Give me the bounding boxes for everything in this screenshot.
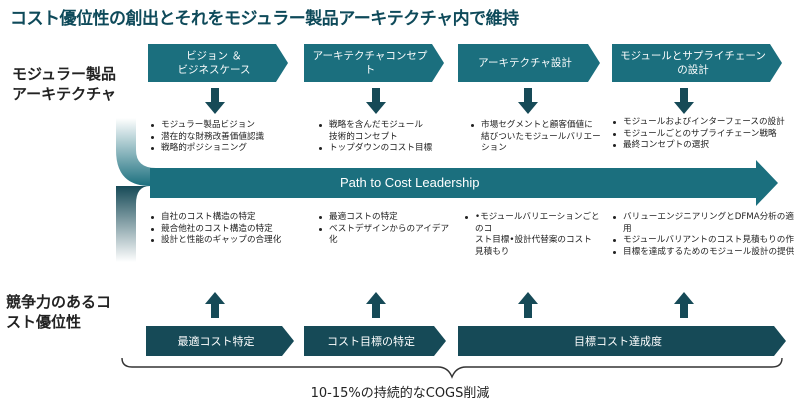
bullet-list-own-cost: 自社のコスト構造の特定 競合他社のコスト構造の特定 設計と性能のギャップの合理化 [150, 212, 300, 247]
list-item: モジュールバリアントのコスト見積もりの作 [612, 235, 797, 247]
row-label-competitive: 競争力のあるコ スト優位性 [6, 293, 112, 331]
list-item: トップダウンのコスト目標 [318, 143, 458, 155]
page-title: コスト優位性の創出とそれをモジュラー製品アーキテクチャ内で維持 [10, 9, 519, 29]
down-arrow-icon [674, 88, 694, 114]
list-item: モジュールごとのサプライチェーン戦略 [612, 129, 792, 141]
brace-icon [121, 357, 783, 379]
footer-summary: 10-15%の持続的なCOGS削減 [310, 386, 490, 401]
bullet-list-architecture-concept: 戦略を含んだモジュール 技術的コンセプト トップダウンのコスト目標 [318, 120, 458, 155]
up-arrow-icon [205, 292, 225, 318]
list-item: 自社のコスト構造の特定 [150, 212, 300, 224]
up-arrow-icon [518, 292, 538, 318]
list-item: 市場セグメントと顧客価値に 結びついたモジュールバリエー ション [470, 120, 605, 155]
list-item: 潜在的な財務改善価値認識 [150, 132, 300, 144]
list-item: 戦略を含んだモジュール 技術的コンセプト [318, 120, 458, 143]
list-item: •モジュールバリエーションごとのコ スト目標•設計代替案のコスト 見積もり [464, 212, 604, 258]
bottom-chevron-target-cost-achievement: 目標コスト達成度 [458, 326, 786, 356]
list-item: モジュールおよびインターフェースの設計 [612, 117, 792, 129]
list-item: 競合他社のコスト構造の特定 [150, 224, 300, 236]
bottom-chevron-cost-target: コスト目標の特定 [304, 326, 446, 356]
phase-chevron-architecture-design: アーキテクチャ設計 [458, 44, 600, 82]
list-item: バリューエンジニアリングとDFMA分析の適用 [612, 212, 797, 235]
bullet-list-architecture-design: 市場セグメントと顧客価値に 結びついたモジュールバリエー ション [470, 120, 605, 155]
bullet-list-vision: モジュラー製品ビジョン 潜在的な財務改善価値認識 戦略的ポジショニング [150, 120, 300, 155]
list-item: 最終コンセプトの選択 [612, 140, 792, 152]
list-item: 目標を達成するためのモジュール設計の提供 [612, 247, 797, 259]
row-label-modular: モジュラー製品 アーキテクチャ [12, 65, 116, 103]
phase-chevron-architecture-concept: アーキテクチャコンセプト [304, 44, 444, 82]
down-arrow-icon [518, 88, 538, 114]
phase-chevron-module-supply-chain: モジュールとサプライチェーン の設計 [612, 44, 782, 82]
up-arrow-icon [674, 292, 694, 318]
path-label: Path to Cost Leadership [340, 175, 480, 190]
bullet-list-cost-target: •モジュールバリエーションごとのコ スト目標•設計代替案のコスト 見積もり [464, 212, 604, 258]
bullet-list-module-supply-chain: モジュールおよびインターフェースの設計 モジュールごとのサプライチェーン戦略 最… [612, 117, 792, 152]
bullet-list-optimal-cost: 最適コストの特定 ベストデザインからのアイデア 化 [318, 212, 458, 247]
list-item: ベストデザインからのアイデア 化 [318, 224, 458, 247]
list-item: モジュラー製品ビジョン [150, 120, 300, 132]
list-item: 戦略的ポジショニング [150, 143, 300, 155]
bottom-chevron-optimal-cost: 最適コスト特定 [146, 326, 294, 356]
list-item: 最適コストの特定 [318, 212, 458, 224]
up-arrow-icon [366, 292, 386, 318]
phase-chevron-vision: ビジョン ＆ ビジネスケース [148, 44, 288, 82]
down-arrow-icon [366, 88, 386, 114]
bullet-list-value-engineering: バリューエンジニアリングとDFMA分析の適用 モジュールバリアントのコスト見積も… [612, 212, 797, 258]
list-item: 設計と性能のギャップの合理化 [150, 235, 300, 247]
down-arrow-icon [205, 88, 225, 114]
